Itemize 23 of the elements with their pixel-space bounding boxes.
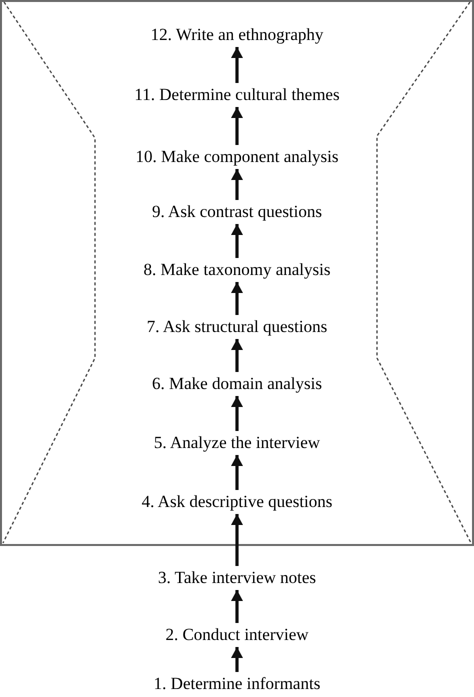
arrow xyxy=(231,169,243,200)
step-text: 12. Write an ethnography xyxy=(150,25,324,45)
arrow xyxy=(231,107,243,145)
arrow xyxy=(231,396,243,431)
arrow xyxy=(231,455,243,490)
step-text: 10. Make component analysis xyxy=(136,147,338,167)
arrow xyxy=(231,282,243,315)
step-text: 7. Ask structural questions xyxy=(146,317,328,337)
step-text: 11. Determine cultural themes xyxy=(134,85,340,105)
arrow xyxy=(231,514,243,566)
step-text: 9. Ask contrast questions xyxy=(152,202,322,222)
arrow xyxy=(231,224,243,258)
step-text: 3. Take interview notes xyxy=(158,568,316,588)
step-text: 2. Conduct interview xyxy=(165,625,309,645)
arrow xyxy=(231,339,243,372)
step-text: 8. Make taxonomy analysis xyxy=(144,260,330,280)
step-text: 5. Analyze the interview xyxy=(154,433,320,453)
step-text: 1. Determine informants xyxy=(154,674,320,694)
step-text: 6. Make domain analysis xyxy=(152,374,322,394)
arrow xyxy=(231,590,243,623)
arrow xyxy=(231,47,243,83)
step-text: 4. Ask descriptive questions xyxy=(142,492,332,512)
arrow xyxy=(231,647,243,672)
